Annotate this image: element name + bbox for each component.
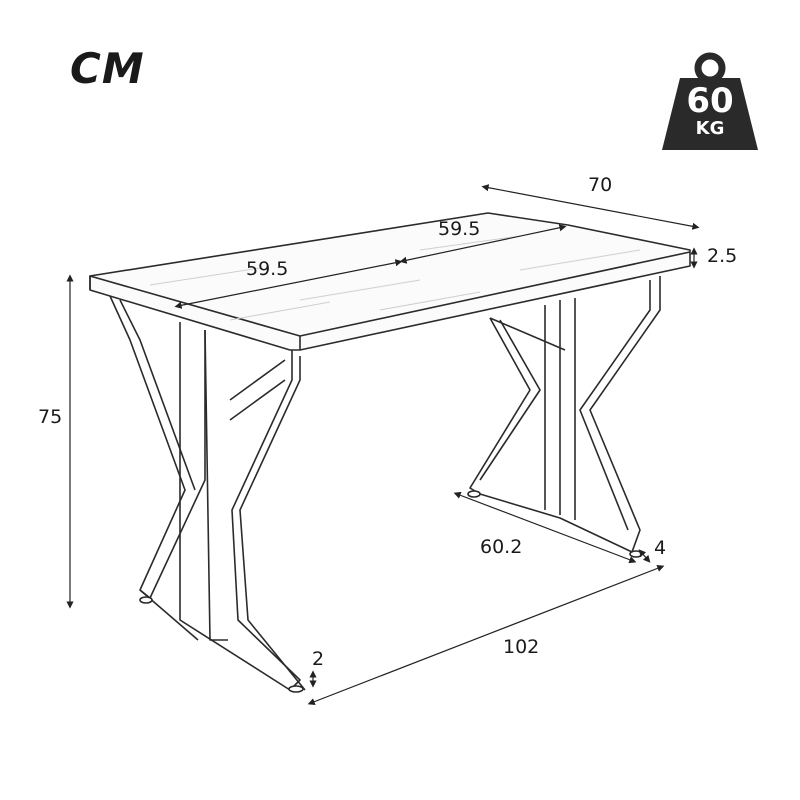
label-tabletop-thickness: 2.5 [707, 245, 738, 267]
weight-capacity-badge: 60 KG [662, 52, 758, 152]
weight-unit: KG [695, 118, 725, 139]
label-overall-length: 102 [503, 636, 540, 658]
label-tabletop-depth: 70 [588, 174, 613, 196]
dim-70 [481, 184, 700, 230]
dim-60-2 [453, 491, 637, 564]
dim-4 [638, 549, 651, 563]
label-foot-height-right: 4 [654, 537, 667, 559]
left-front-leg [109, 295, 206, 599]
dim-59-5-right [399, 224, 567, 264]
weight-value: 60 [686, 81, 734, 121]
right-rear-leg [469, 276, 661, 553]
label-half-length-right: 59.5 [438, 218, 481, 240]
weight-icon [662, 52, 758, 150]
dim-59-5-left [174, 259, 403, 309]
label-half-length-left: 59.5 [246, 258, 289, 280]
unit-label: CM [70, 44, 145, 93]
dim-102 [307, 564, 665, 706]
label-leg-base-depth: 60.2 [480, 536, 523, 558]
label-foot-height-left: 2 [312, 648, 325, 670]
label-table-height: 75 [38, 406, 63, 428]
